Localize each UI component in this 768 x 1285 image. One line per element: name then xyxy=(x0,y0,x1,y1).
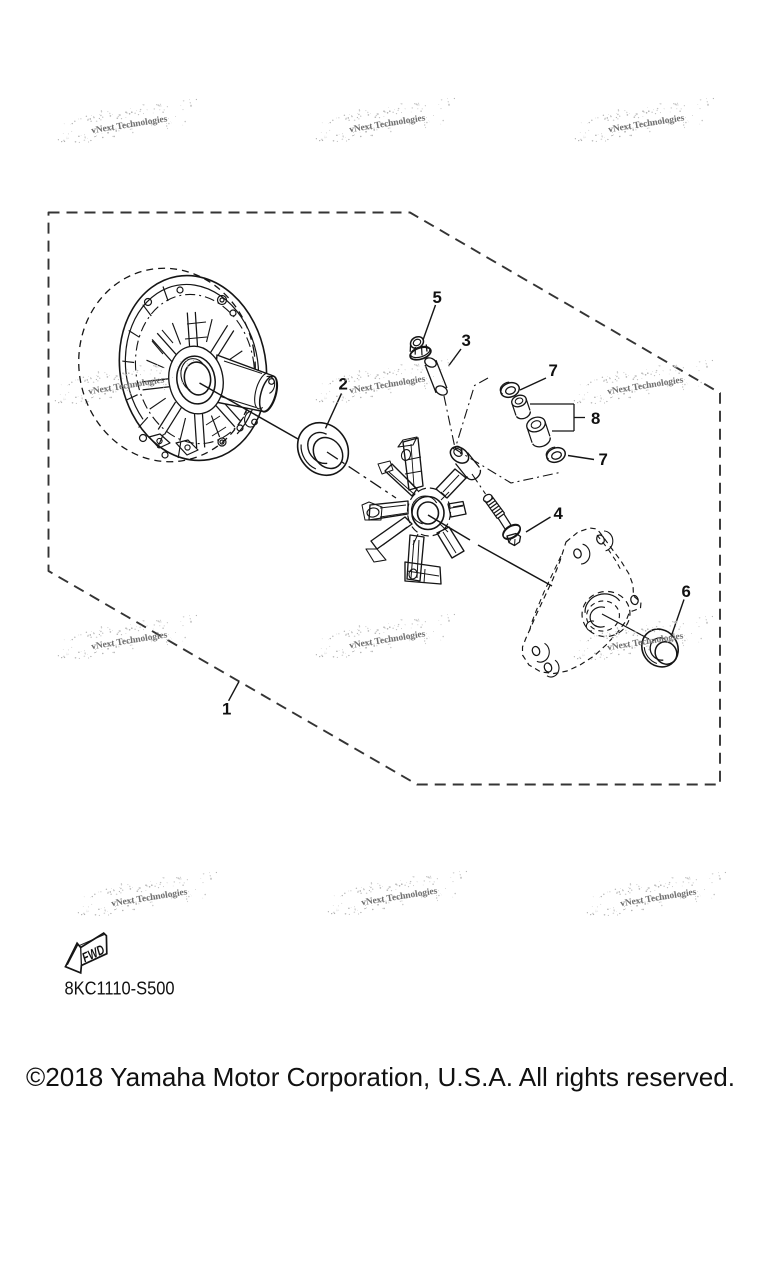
svg-text:©2018 Yamaha Motor Corporation: ©2018 Yamaha Motor Corporation, U.S.A. A… xyxy=(26,1062,735,1092)
svg-text:1: 1 xyxy=(222,700,231,719)
svg-text:4: 4 xyxy=(554,504,564,523)
svg-text:5: 5 xyxy=(433,288,442,307)
svg-text:6: 6 xyxy=(682,582,691,601)
svg-text:7: 7 xyxy=(549,361,558,380)
svg-text:3: 3 xyxy=(462,331,471,350)
svg-text:8: 8 xyxy=(591,409,600,428)
svg-text:8KC1110-S500: 8KC1110-S500 xyxy=(65,979,175,999)
svg-text:2: 2 xyxy=(339,375,348,394)
svg-text:7: 7 xyxy=(599,450,608,469)
